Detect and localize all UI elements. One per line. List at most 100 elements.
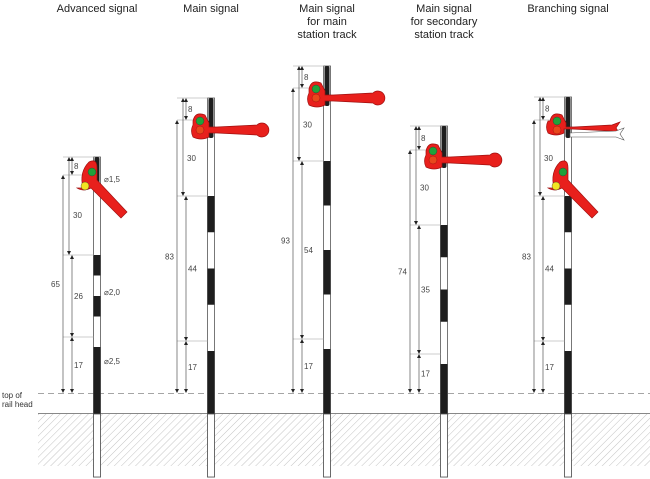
dim-arrow-up xyxy=(300,66,304,70)
dim-arrow-up xyxy=(300,161,304,165)
semaphore-arm-red xyxy=(307,81,386,108)
signal-title-line: Advanced signal xyxy=(57,3,138,15)
dim-arrow-up xyxy=(538,97,542,101)
signal-arm xyxy=(424,143,503,170)
dim-arrow-down xyxy=(541,116,545,120)
pole-base-black xyxy=(440,364,448,414)
pole-foundation xyxy=(564,413,572,478)
lamp-green-icon xyxy=(311,84,321,94)
dim-arm-label: 30 xyxy=(73,211,82,220)
signal-title-line: station track xyxy=(297,29,357,41)
semaphore-arm-red xyxy=(424,143,503,170)
lamp-red-icon xyxy=(195,125,205,135)
diameter-label: ⌀1,5 xyxy=(104,175,120,184)
dim-arrow-up xyxy=(291,88,295,92)
dim-arrow-up xyxy=(541,97,545,101)
semaphore-arm-white xyxy=(569,127,625,141)
diameter-label: ⌀2,5 xyxy=(104,357,120,366)
dim-arrow-down xyxy=(297,157,301,161)
pole-stripe xyxy=(93,296,101,317)
dim-arrow-up xyxy=(297,66,301,70)
rail-head-label-2: rail head xyxy=(2,400,33,409)
dim-arrow-down xyxy=(184,389,188,393)
dim-base-label: 17 xyxy=(188,363,197,372)
dim-arrow-down xyxy=(532,389,536,393)
dim-arrow-up xyxy=(541,196,545,200)
signal-title-line: Branching signal xyxy=(527,3,608,15)
dim-arm-label: 30 xyxy=(187,154,196,163)
dim-arrow-down xyxy=(300,335,304,339)
pole-base-black xyxy=(93,347,101,414)
dim-arrow-up xyxy=(541,341,545,345)
dim-arrow-down xyxy=(291,389,295,393)
dim-arrow-down xyxy=(70,333,74,337)
lamp-green-icon xyxy=(195,116,205,126)
dim-arrow-up xyxy=(67,157,71,161)
dim-arrow-up xyxy=(532,120,536,124)
pole-stripe xyxy=(207,196,215,233)
dim-arrow-down xyxy=(417,146,421,150)
signal-title-line: Main signal xyxy=(183,3,239,15)
signal-arm xyxy=(191,113,270,140)
dim-total-label: 83 xyxy=(165,253,174,262)
lamp-yellow-icon xyxy=(551,181,561,191)
dim-arrow-up xyxy=(417,354,421,358)
signal-title-line: Main signal xyxy=(299,3,355,15)
signal-title-line: station track xyxy=(414,29,474,41)
dim-arrow-down xyxy=(538,192,542,196)
semaphore-arm-red xyxy=(546,113,621,136)
dim-arrow-down xyxy=(541,389,545,393)
dim-arrow-down xyxy=(408,389,412,393)
pole-foundation xyxy=(93,413,101,478)
dim-arrow-down xyxy=(300,84,304,88)
dim-top-label: 8 xyxy=(545,105,550,114)
pole-stripe xyxy=(207,268,215,305)
dim-arrow-down xyxy=(300,389,304,393)
pole-stripe xyxy=(323,161,331,206)
dim-middle-label: 54 xyxy=(304,246,313,255)
dim-middle-label: 26 xyxy=(74,292,83,301)
dim-top-label: 8 xyxy=(304,73,309,82)
dim-arrow-up xyxy=(70,255,74,259)
signal-title-line: for secondary xyxy=(411,16,478,28)
pole-stripe xyxy=(440,225,448,258)
dim-arrow-up xyxy=(184,341,188,345)
signal-arm-diagonal xyxy=(75,160,128,219)
dim-arrow-up xyxy=(70,337,74,341)
lamp-green-icon xyxy=(428,146,438,156)
dim-arrow-up xyxy=(175,120,179,124)
dim-arrow-up xyxy=(70,157,74,161)
pole-base-black xyxy=(323,349,331,414)
dim-middle-label: 44 xyxy=(545,265,554,274)
dim-arrow-down xyxy=(70,171,74,175)
dim-base-label: 17 xyxy=(304,362,313,371)
dim-arm-label: 30 xyxy=(420,184,429,193)
dim-arrow-down xyxy=(67,251,71,255)
semaphore-arm-red xyxy=(191,113,270,140)
signals-group: Advanced signal830261765⌀1,5⌀2,0⌀2,5Main… xyxy=(51,3,625,478)
lamp-green-icon xyxy=(87,167,97,177)
dim-arrow-up xyxy=(61,175,65,179)
dim-arrow-down xyxy=(184,337,188,341)
lamp-red-icon xyxy=(428,155,438,165)
rail-head-label-1: top of xyxy=(2,391,23,400)
pole-foundation xyxy=(440,413,448,478)
dim-top-label: 8 xyxy=(188,105,193,114)
dim-arrow-down xyxy=(175,389,179,393)
pole-top-black xyxy=(565,97,571,138)
dim-arrow-down xyxy=(414,221,418,225)
lamp-red-icon xyxy=(311,93,321,103)
dim-arrow-up xyxy=(414,126,418,130)
signal-arm xyxy=(307,81,386,108)
pole-stripe xyxy=(440,289,448,322)
pole-stripe xyxy=(323,250,331,295)
dim-base-label: 17 xyxy=(74,361,83,370)
dim-middle-label: 35 xyxy=(421,286,430,295)
signal-title-line: Main signal xyxy=(416,3,472,15)
dim-arrow-up xyxy=(408,150,412,154)
pole-stripe xyxy=(564,196,572,233)
